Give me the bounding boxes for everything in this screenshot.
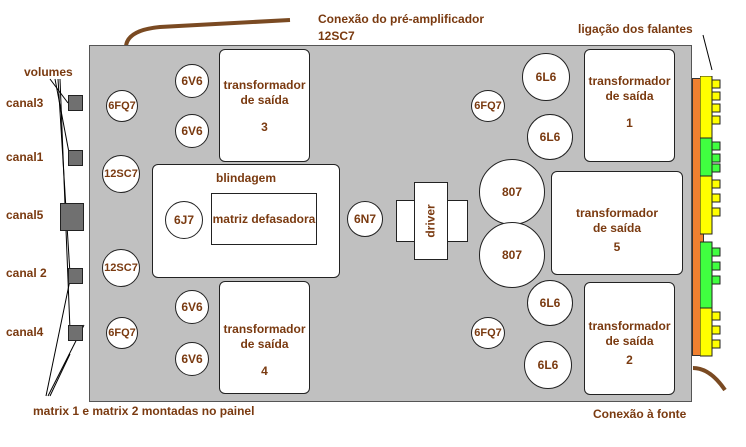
- tube-807-a: 807: [479, 159, 545, 225]
- volume-knob-canal1: [68, 150, 83, 166]
- tube-6fq7-left-top: 6FQ7: [106, 90, 138, 122]
- preamp-cable: [124, 18, 291, 47]
- transformer-4-label-1: transformador: [223, 322, 306, 336]
- tube-6fq7-right-top: 6FQ7: [471, 90, 505, 122]
- tube-6l6-a: 6L6: [522, 53, 570, 101]
- driver-label: driver: [424, 204, 439, 238]
- volume-pointer-2: [54, 78, 71, 159]
- speaker-connection-label: ligação dos falantes: [578, 22, 693, 36]
- matrix-pointer-3: [49, 353, 71, 397]
- channel-label-3: canal3: [6, 96, 44, 110]
- volume-knob-canal5: [60, 203, 84, 231]
- transformer-3-label-1: transformador: [223, 78, 306, 92]
- transformer-4-label-2: de saída: [240, 337, 289, 351]
- tube-6fq7-right-bottom: 6FQ7: [471, 317, 505, 349]
- power-cable: [692, 366, 727, 392]
- speaker-pointer-line: [702, 34, 713, 71]
- channel-label-5: canal5: [6, 208, 44, 222]
- preamp-tube-label: 12SC7: [318, 29, 355, 43]
- volumes-label: volumes: [24, 65, 73, 79]
- transformer-2-number: 2: [626, 353, 633, 367]
- channel-label-1: canal1: [6, 150, 44, 164]
- transformer-1-label-1: transformador: [588, 74, 671, 88]
- transformer-1-label-2: de saída: [605, 89, 654, 103]
- tube-6fq7-left-bottom: 6FQ7: [106, 317, 138, 349]
- tube-6j7: 6J7: [165, 201, 203, 239]
- power-connection-label: Conexão à fonte: [593, 407, 687, 421]
- volume-knob-canal4: [68, 325, 83, 341]
- transformer-2-label-2: de saída: [605, 334, 654, 348]
- channel-label-2: canal 2: [6, 266, 47, 280]
- tube-6v6-b: 6V6: [175, 114, 209, 148]
- preamp-connection-label: Conexão do pré-amplificador: [318, 12, 485, 26]
- channel-label-4: canal4: [6, 325, 44, 339]
- phase-matrix: matriz defasadora: [211, 193, 317, 245]
- shield-label: blindagem: [215, 171, 276, 185]
- transformer-5-label-2: de saída: [592, 221, 641, 235]
- volume-knob-canal2: [68, 268, 83, 284]
- transformer-5-label-1: transformador: [575, 206, 658, 220]
- tube-6v6-d: 6V6: [175, 342, 209, 376]
- transformer-1-number: 1: [626, 116, 633, 130]
- transformer-3-label-2: de saída: [240, 93, 289, 107]
- volume-knob-canal3: [68, 95, 83, 111]
- tube-6v6-c: 6V6: [175, 290, 209, 324]
- tube-6n7: 6N7: [347, 201, 383, 237]
- speaker-terminal-strip: [700, 76, 721, 357]
- transformer-5-number: 5: [613, 240, 621, 254]
- transformer-3-number: 3: [261, 120, 268, 134]
- tube-6l6-d: 6L6: [524, 341, 572, 389]
- driver-transformer: driver: [414, 182, 448, 260]
- tube-807-b: 807: [479, 222, 545, 288]
- transformer-2-label-1: transformador: [588, 319, 671, 333]
- matrix-note-label: matrix 1 e matrix 2 montadas no painel: [33, 404, 255, 418]
- transformer-4-number: 4: [261, 364, 268, 378]
- tube-12sc7-top: 12SC7: [102, 155, 140, 193]
- matrix-pointer-1: [45, 279, 71, 397]
- tube-6v6-a: 6V6: [175, 64, 209, 98]
- tube-6l6-b: 6L6: [527, 114, 573, 160]
- tube-12sc7-bottom: 12SC7: [102, 249, 140, 287]
- tube-6l6-c: 6L6: [527, 280, 573, 326]
